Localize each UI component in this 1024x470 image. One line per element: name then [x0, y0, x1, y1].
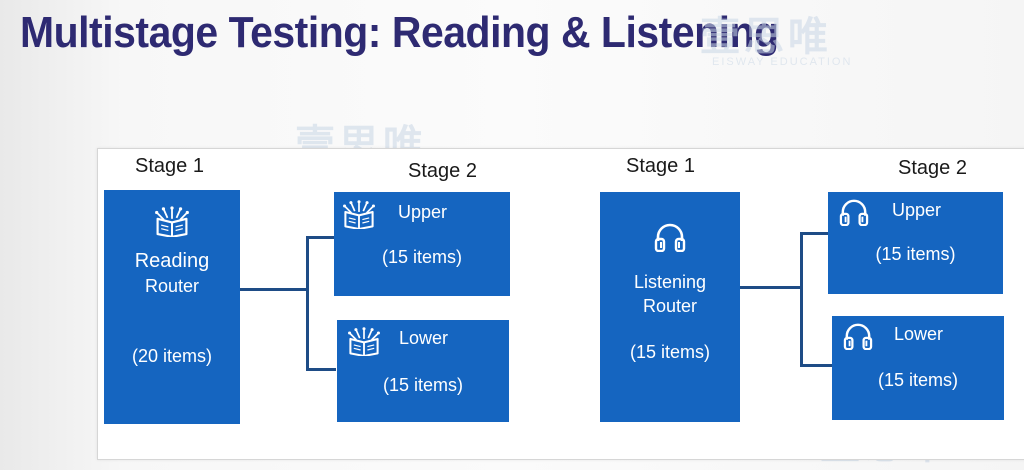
listening-router-box: Listening Router (15 items): [600, 192, 740, 422]
reading-lower-box: Lower (15 items): [337, 320, 509, 422]
book-icon: [154, 206, 190, 237]
listening-connector-lower: [800, 364, 832, 367]
headphones-icon: [653, 222, 687, 252]
reading-router-items: (20 items): [131, 346, 212, 366]
book-icon: [347, 327, 381, 356]
reading-upper-box: Upper (15 items): [334, 192, 510, 296]
reading-lower-label: Lower: [399, 328, 449, 348]
listening-upper-label: Upper: [892, 200, 942, 220]
listening-connector-upper: [800, 232, 830, 235]
reading-connector-bracket: [306, 236, 309, 371]
reading-upper-label: Upper: [398, 202, 448, 222]
listening-stage2-label: Stage 2: [898, 157, 967, 179]
reading-connector-upper: [306, 236, 336, 239]
slide-title: Multistage Testing: Reading & Listening: [20, 8, 779, 57]
listening-lower-items: (15 items): [877, 370, 958, 390]
listening-router-items: (15 items): [629, 342, 710, 362]
reading-router-box: Reading Router (20 items): [104, 190, 240, 424]
headphones-icon: [838, 198, 870, 226]
listening-lower-box: Lower (15 items): [832, 316, 1004, 420]
listening-upper-items: (15 items): [875, 244, 956, 264]
listening-router-line1: Listening: [633, 272, 707, 292]
listening-connector-stem: [740, 286, 802, 289]
reading-router-line1: Reading: [134, 250, 210, 272]
headphones-icon: [842, 322, 874, 350]
reading-lower-items: (15 items): [382, 375, 463, 395]
reading-stage1-label: Stage 1: [135, 155, 204, 177]
listening-stage1-label: Stage 1: [626, 155, 695, 177]
listening-upper-box: Upper (15 items): [828, 192, 1003, 294]
reading-upper-items: (15 items): [381, 247, 462, 267]
listening-router-line2: Router: [642, 296, 698, 316]
book-icon: [342, 200, 376, 229]
reading-stage2-label: Stage 2: [408, 160, 477, 182]
reading-router-line2: Router: [144, 276, 200, 296]
listening-lower-label: Lower: [894, 324, 944, 344]
reading-connector-lower: [306, 368, 336, 371]
listening-connector-bracket: [800, 232, 803, 367]
reading-connector-stem: [240, 288, 306, 291]
